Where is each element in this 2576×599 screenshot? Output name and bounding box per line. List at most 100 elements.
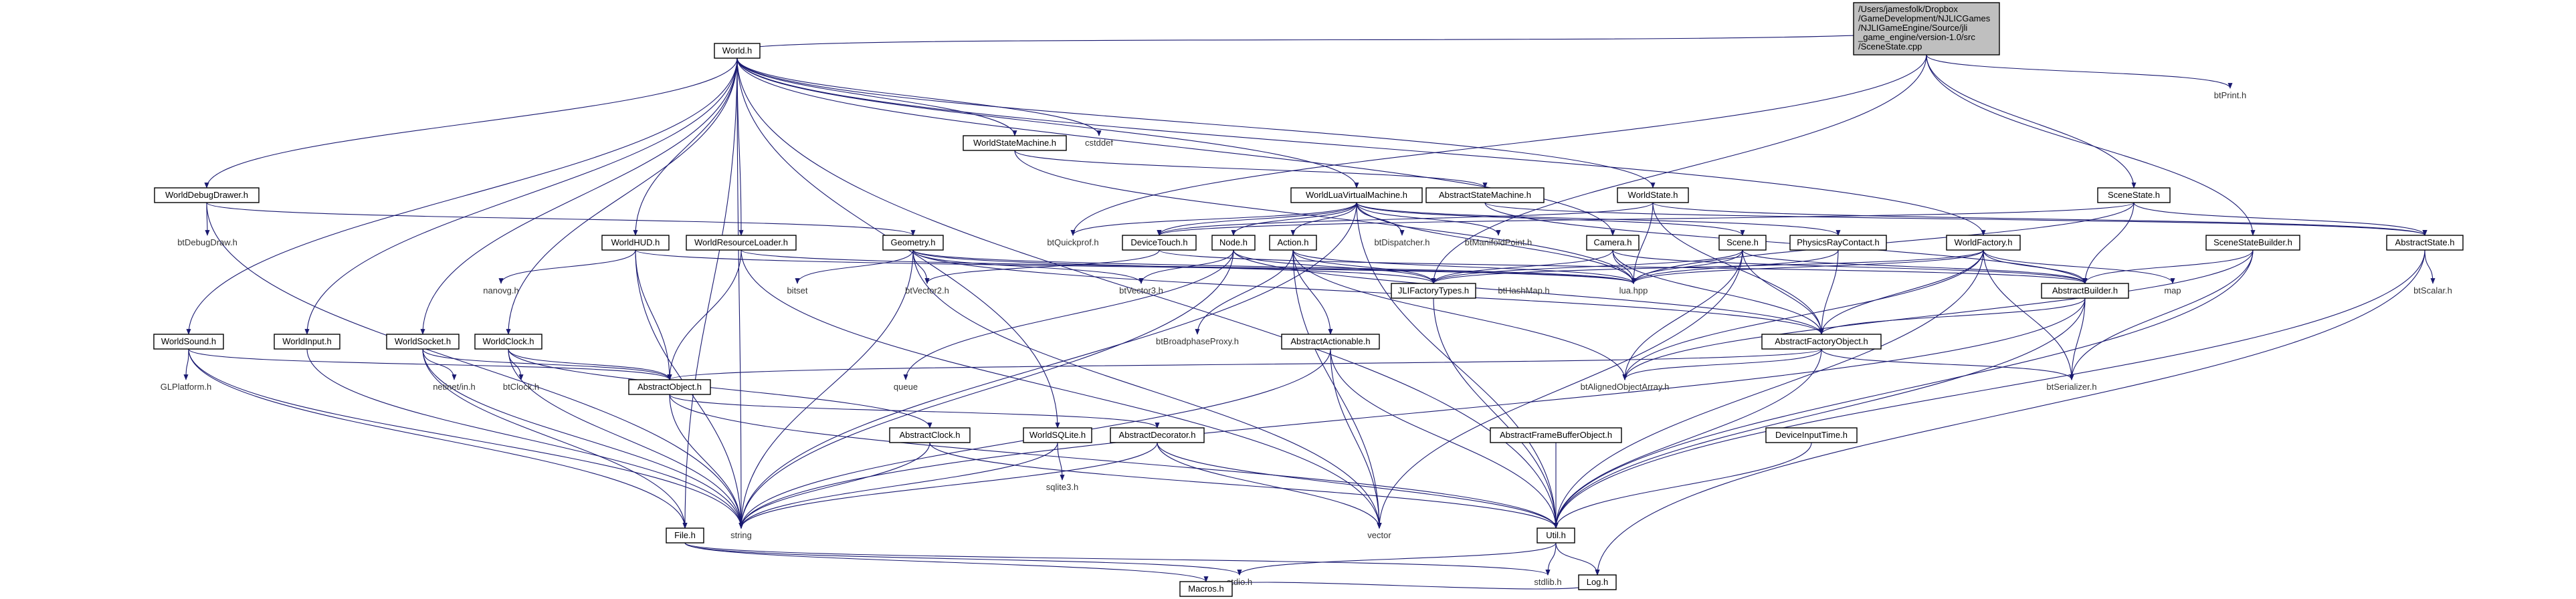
include-edge [738,202,1357,529]
node-worldstatemachine-h[interactable]: WorldStateMachine.h [963,135,1067,151]
svg-text:Geometry.h: Geometry.h [891,237,936,247]
node-abstractstatemachine-h[interactable]: AbstractStateMachine.h [1425,187,1545,203]
include-edge [736,57,744,529]
node-scenestatebuilder-h[interactable]: SceneStateBuilder.h [2205,235,2300,251]
node-abstractframebufferobject-h[interactable]: AbstractFrameBufferObject.h [1490,427,1622,443]
node-btmanifoldpoint-h: btManifoldPoint.h [1465,237,1532,247]
node-worldsound-h[interactable]: WorldSound.h [153,334,224,350]
node-bthashmap-h: btHashMap.h [1498,285,1549,295]
include-edge [1926,54,2233,89]
include-edge [1233,249,1436,284]
include-edge [1233,249,1824,335]
include-edge [912,249,1824,335]
node-lua-hpp: lua.hpp [1619,285,1648,295]
include-edge [1157,442,1559,529]
svg-text:WorldState.h: WorldState.h [1628,190,1678,200]
include-edge [1553,249,2254,529]
node-abstractdecorator-h[interactable]: AbstractDecorator.h [1110,427,1205,443]
node-camera-h[interactable]: Camera.h [1586,235,1640,251]
node-abstractfactoryobject-h[interactable]: AbstractFactoryObject.h [1761,334,1882,350]
include-edge [508,348,744,529]
svg-text:bitset: bitset [787,285,807,295]
include-edge [1983,249,2074,380]
node-devicetouch-h[interactable]: DeviceTouch.h [1122,235,1197,251]
include-edge [912,249,1636,284]
include-edge [903,249,1234,380]
node-worldfactory-h[interactable]: WorldFactory.h [1946,235,2021,251]
node-worldresourceloader-h[interactable]: WorldResourceLoader.h [686,235,797,251]
include-edge [1622,249,1984,380]
node-worldluavirtualmachine-h[interactable]: WorldLuaVirtualMachine.h [1290,187,1423,203]
include-edge [684,542,1242,576]
node-sqlite3-h: sqlite3.h [1046,482,1078,492]
svg-text:string: string [730,530,752,540]
include-edge [1070,202,1357,236]
node-worldclock-h[interactable]: WorldClock.h [474,334,542,350]
node-worldinput-h[interactable]: WorldInput.h [274,334,340,350]
node-jlifactorytypes-h[interactable]: JLIFactoryTypes.h [1391,283,1476,299]
node-physicsraycontact-h[interactable]: PhysicsRayContact.h [1789,235,1887,251]
include-edge [740,249,1382,529]
svg-text:AbstractDecorator.h: AbstractDecorator.h [1119,430,1196,440]
include-edge [1157,202,1357,236]
node-worldsocket-h[interactable]: WorldSocket.h [386,334,460,350]
node-queue: queue [894,382,918,392]
node-abstractclock-h[interactable]: AbstractClock.h [889,427,971,443]
node-scenestate-h[interactable]: SceneState.h [2097,187,2171,203]
svg-text:File.h: File.h [674,530,696,540]
svg-text:Camera.h: Camera.h [1593,237,1631,247]
root-label-line: /SceneState.cpp [1858,41,1922,51]
include-edge [1157,202,1654,236]
node-worldsqlite-h[interactable]: WorldSQLite.h [1023,427,1092,443]
include-edge [1819,297,2086,335]
node-node-h[interactable]: Node.h [1211,235,1256,251]
node-worldhud-h[interactable]: WorldHUD.h [601,235,670,251]
svg-text:AbstractState.h: AbstractState.h [2395,237,2455,247]
node-abstractactionable-h[interactable]: AbstractActionable.h [1281,334,1380,350]
node-abstractbuilder-h[interactable]: AbstractBuilder.h [2041,283,2129,299]
include-edge [1138,249,1234,284]
node-btprint-h: btPrint.h [2214,90,2246,100]
svg-text:Util.h: Util.h [1546,530,1566,540]
node-file-h[interactable]: File.h [666,527,704,544]
include-edge [1292,249,1382,529]
include-edge [498,249,636,284]
include-edge [204,57,738,189]
include-edge [1292,249,1333,335]
node-worlddebugdrawer-h[interactable]: WorldDebugDrawer.h [154,187,260,203]
include-edge [1431,249,1613,284]
node-world-h[interactable]: World.h [714,43,761,59]
node-util-h[interactable]: Util.h [1537,527,1575,544]
include-edge [1742,249,2088,284]
include-edge [1612,249,1824,335]
include-edge [738,442,1158,529]
node-abstractobject-h[interactable]: AbstractObject.h [628,379,711,395]
svg-text:WorldFactory.h: WorldFactory.h [1955,237,2013,247]
include-edge [1159,249,2088,284]
node-log-h[interactable]: Log.h [1578,574,1617,590]
node-abstractstate-h[interactable]: AbstractState.h [2386,235,2464,251]
root-label-line: _game_engine/version-1.0/src [1858,32,1975,42]
node-action-h[interactable]: Action.h [1269,235,1317,251]
svg-text:SceneState.h: SceneState.h [2108,190,2160,200]
root-label-line: /GameDevelopment/NJLICGames [1858,13,1991,23]
include-edge [1431,54,1927,284]
include-edge [306,348,744,529]
node-deviceinputtime-h[interactable]: DeviceInputTime.h [1765,427,1858,443]
include-edge [422,348,744,529]
include-edge [1631,249,1839,284]
include-edge [2069,249,2254,380]
include-edge [1595,249,2425,576]
include-edge [924,249,1160,284]
svg-text:btQuickprof.h: btQuickprof.h [1047,237,1098,247]
svg-text:btBroadphaseProxy.h: btBroadphaseProxy.h [1156,336,1239,346]
node-scene-h[interactable]: Scene.h [1718,235,1767,251]
include-edge [2424,249,2436,284]
node-macros-h[interactable]: Macros.h [1179,581,1233,597]
svg-text:Log.h: Log.h [1587,577,1609,587]
node-worldstate-h[interactable]: WorldState.h [1617,187,1689,203]
include-edge [1292,249,1636,284]
include-edge [1819,249,1984,335]
include-edge [1431,249,1743,284]
node-geometry-h[interactable]: Geometry.h [882,235,944,251]
